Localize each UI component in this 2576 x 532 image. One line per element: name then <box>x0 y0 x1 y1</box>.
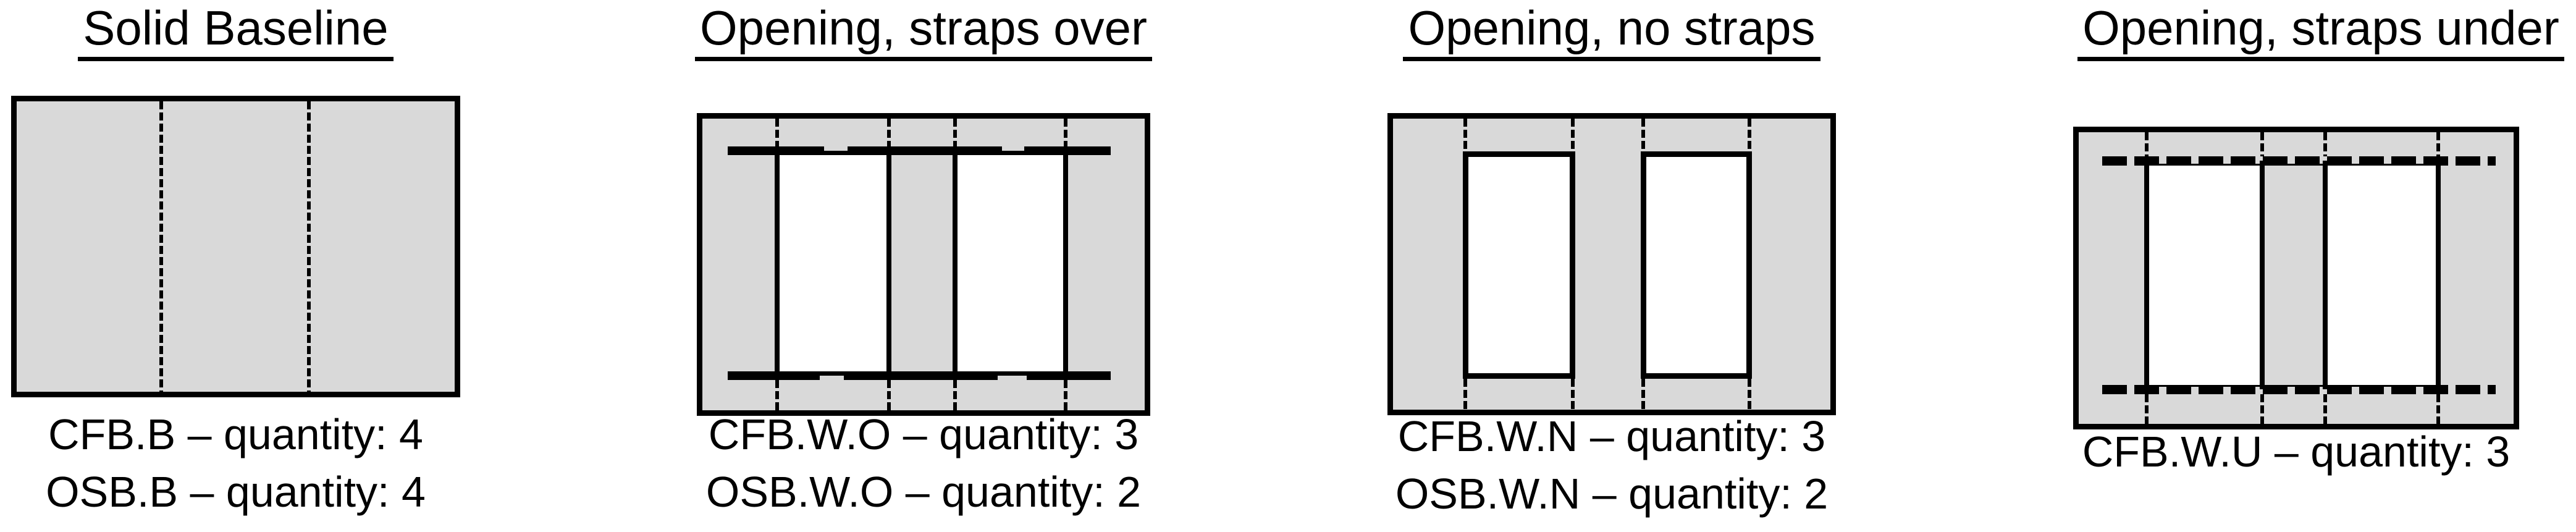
sheathing-seam-line <box>1571 379 1575 410</box>
sheathing-seam-line <box>159 101 163 392</box>
sheathing-seam-line <box>1064 119 1067 146</box>
specimen-label: OSB.W.O – quantity: 2 <box>705 468 1142 516</box>
strap-under-top <box>2102 156 2496 166</box>
strap-over-bottom <box>728 371 1111 380</box>
sheathing-seam-line <box>1748 379 1751 410</box>
panel-captions: CFB.W.U – quantity: 3 <box>2011 423 2576 481</box>
sheathing-seam-line <box>1463 119 1467 151</box>
specimen-label: CFB.W.O – quantity: 3 <box>708 410 1139 458</box>
strap-splice-notch <box>820 376 844 380</box>
strap-splice-notch <box>824 146 848 151</box>
sheathing-seam-line <box>1641 379 1645 410</box>
sheathing-seam-line <box>1641 119 1645 151</box>
specimen-label: OSB.W.N – quantity: 2 <box>1395 470 1829 518</box>
strap-splice-notch <box>998 376 1027 380</box>
panel-title: Opening, no straps <box>1403 1 1820 61</box>
strap-splice-notch <box>1002 146 1024 151</box>
window-opening <box>2149 166 2260 385</box>
sheathing-seam-line <box>307 101 311 392</box>
window-jamb-line <box>775 148 780 378</box>
panel-title: Solid Baseline <box>78 1 394 61</box>
window-jamb-line <box>2323 161 2328 389</box>
sheathing-seam-line <box>1463 379 1467 410</box>
sheathing-seam-line <box>775 119 779 146</box>
window-jamb-line <box>2436 161 2441 389</box>
panel-title: Opening, straps under <box>2077 1 2564 61</box>
panel-title: Opening, straps over <box>694 1 1153 61</box>
window-opening <box>958 155 1063 371</box>
sheathing-seam-line <box>2145 132 2149 156</box>
specimen-label: CFB.W.U – quantity: 3 <box>2082 428 2511 476</box>
window-opening <box>1641 151 1752 379</box>
sheathing-seam-line <box>775 380 779 410</box>
wall-diagram-no-straps <box>1387 113 1836 415</box>
window-jamb-line <box>953 148 958 378</box>
window-jamb-line <box>886 148 891 378</box>
window-opening <box>2328 166 2436 385</box>
window-jamb-line <box>1063 148 1068 378</box>
sheathing-seam-line <box>2436 132 2440 156</box>
sheathing-seam-line <box>1748 119 1751 151</box>
window-jamb-line <box>2260 161 2265 389</box>
specimen-label: OSB.B – quantity: 4 <box>46 468 426 516</box>
sheathing-seam-line <box>953 119 957 146</box>
sheathing-seam-line <box>2323 132 2327 156</box>
sheathing-seam-line <box>2145 394 2149 424</box>
sheathing-seam-line <box>2260 394 2264 424</box>
strap-over-top <box>728 146 1111 155</box>
sheathing-seam-line <box>2436 394 2440 424</box>
sheathing-seam-line <box>887 380 891 410</box>
specimen-label: CFB.W.N – quantity: 3 <box>1397 412 1826 460</box>
window-jamb-line <box>2144 161 2149 389</box>
sheathing-seam-line <box>2260 132 2264 156</box>
wall-diagram-straps-under <box>2073 127 2519 429</box>
panel-title-row: Opening, no straps <box>1326 1 1898 61</box>
panel-captions: CFB.W.O – quantity: 3 OSB.W.O – quantity… <box>635 406 1212 521</box>
panel-title-row: Opening, straps over <box>635 1 1212 61</box>
strap-under-bottom <box>2102 385 2496 394</box>
wall-diagram-straps-over <box>697 113 1150 416</box>
panel-captions: CFB.B – quantity: 4 OSB.B – quantity: 4 <box>0 406 522 521</box>
panel-title-row: Opening, straps under <box>2036 1 2576 61</box>
panel-title-row: Solid Baseline <box>0 1 522 61</box>
wall-diagram-solid-baseline <box>11 96 460 397</box>
window-opening <box>1463 151 1575 379</box>
sheathing-seam-line <box>1064 380 1067 410</box>
sheathing-seam-line <box>2323 394 2327 424</box>
sheathing-seam-line <box>953 380 957 410</box>
sheathing-seam-line <box>1571 119 1575 151</box>
panel-captions: CFB.W.N – quantity: 3 OSB.W.N – quantity… <box>1326 408 1898 523</box>
window-opening <box>780 155 886 371</box>
specimen-label: CFB.B – quantity: 4 <box>48 410 423 458</box>
sheathing-seam-line <box>887 119 891 146</box>
